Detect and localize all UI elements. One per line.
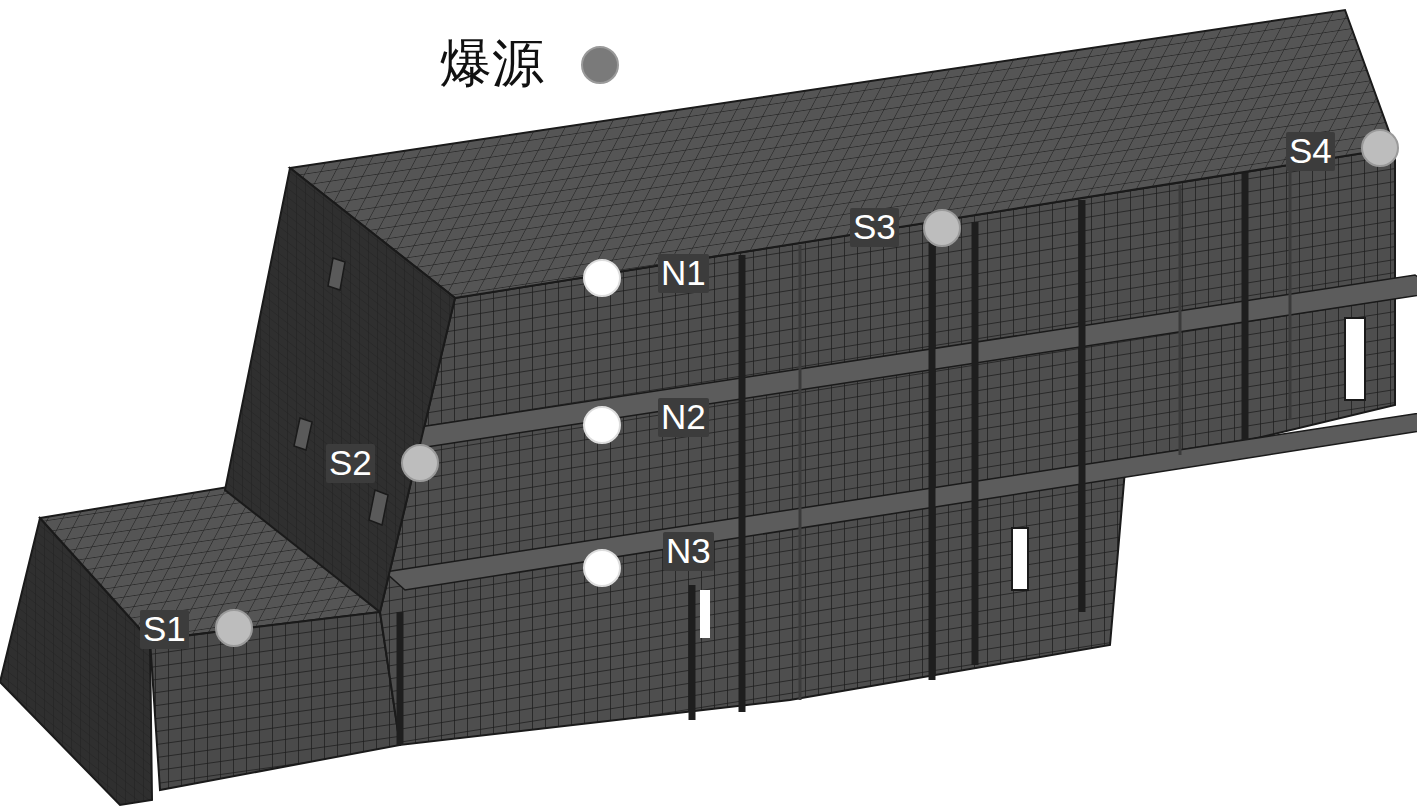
s-point-dot bbox=[924, 210, 960, 246]
blast-source-dot bbox=[582, 47, 618, 83]
s-point-dot bbox=[216, 610, 252, 646]
n-point-dot bbox=[584, 407, 620, 443]
blast-source-label: 爆源 bbox=[440, 35, 544, 92]
point-label: N1 bbox=[658, 254, 709, 293]
point-label: S3 bbox=[850, 208, 899, 247]
measure-points bbox=[216, 47, 1398, 646]
n-point-dot bbox=[584, 550, 620, 586]
point-label: S4 bbox=[1286, 132, 1335, 171]
mesh bbox=[0, 10, 1417, 805]
n-point-dot bbox=[584, 260, 620, 296]
s-point-dot bbox=[1362, 130, 1398, 166]
point-label: N2 bbox=[658, 398, 709, 437]
point-label: N3 bbox=[663, 532, 714, 571]
s-point-dot bbox=[402, 445, 438, 481]
point-label: S2 bbox=[326, 444, 375, 483]
point-label: S1 bbox=[140, 610, 189, 649]
